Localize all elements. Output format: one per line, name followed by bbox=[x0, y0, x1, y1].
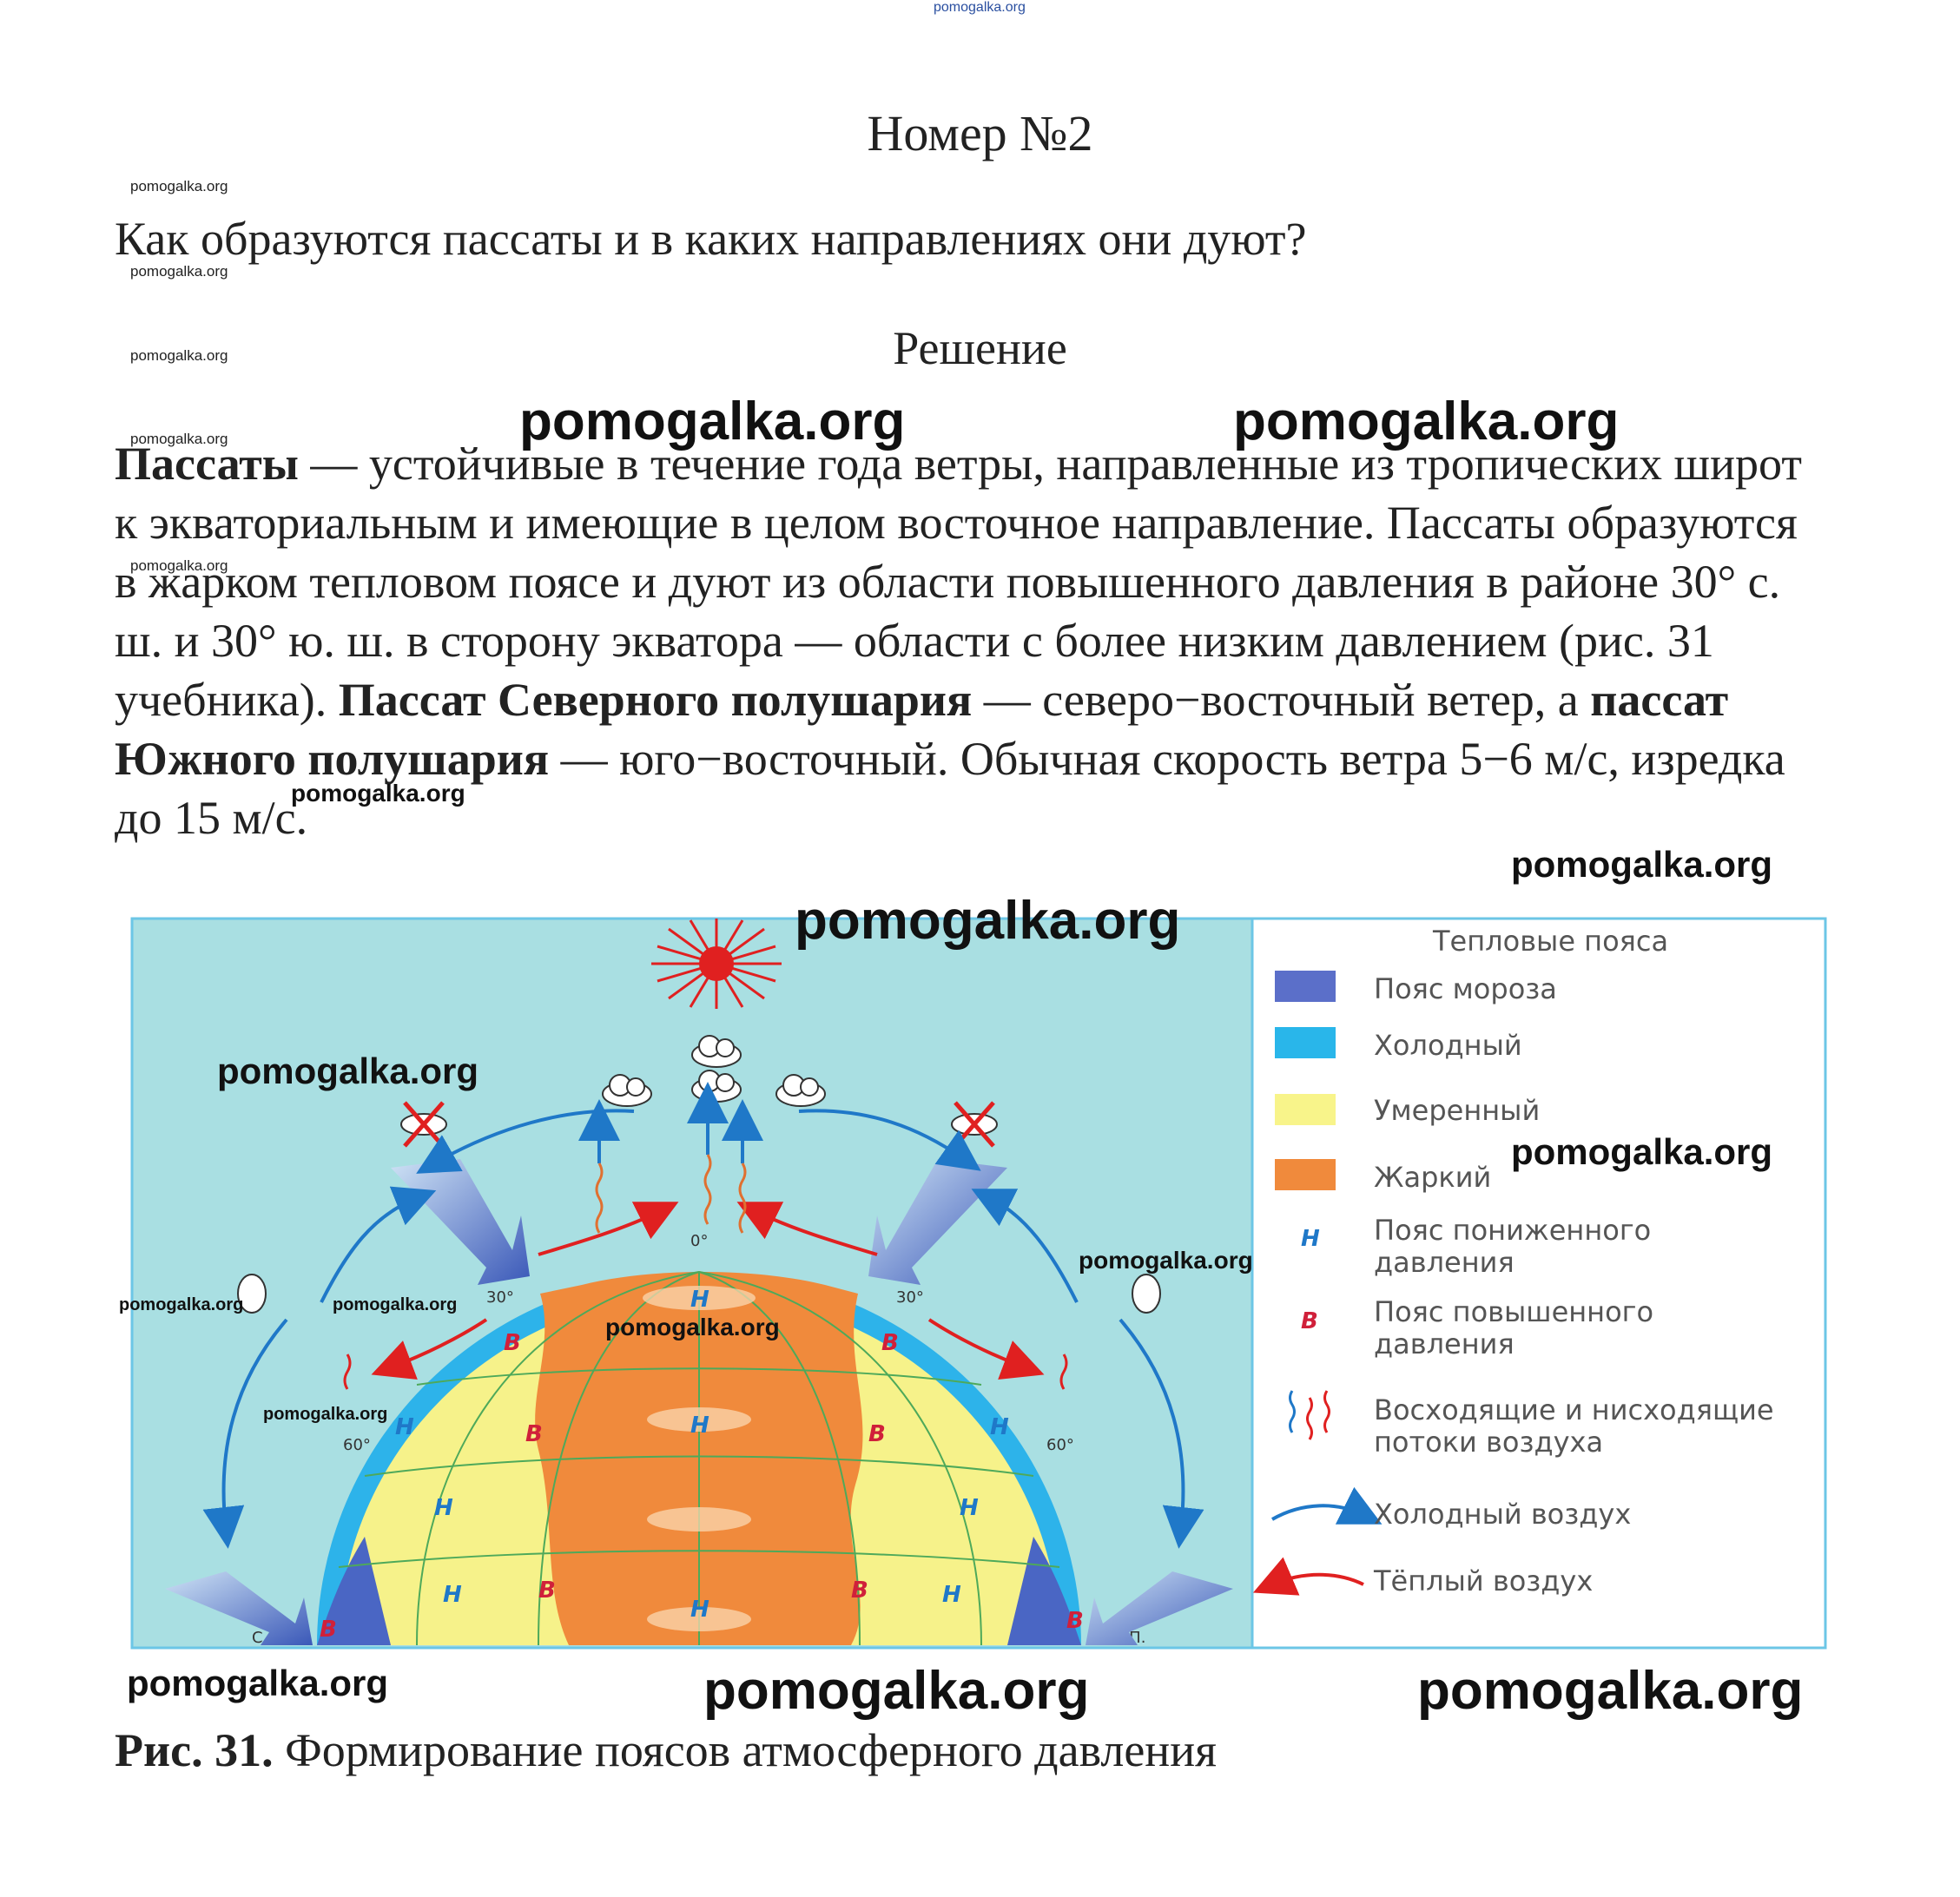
legend-label-low-1: Пояс пониженного bbox=[1374, 1214, 1651, 1247]
watermark: pomogalka.org bbox=[263, 1405, 388, 1424]
solution-heading: Решение bbox=[893, 322, 1067, 374]
legend-label-temperate: Умеренный bbox=[1374, 1094, 1540, 1127]
legend-label-cold: Холодный bbox=[1374, 1029, 1522, 1062]
figure-caption-text: Формирование поясов атмосферного давлени… bbox=[273, 1724, 1217, 1776]
cold-air-arrows bbox=[202, 1082, 1204, 1549]
high-pressure-label: В bbox=[538, 1578, 556, 1604]
high-pressure-label: В bbox=[1066, 1608, 1084, 1634]
watermark: pomogalka.org bbox=[333, 1295, 458, 1314]
legend-label-high-1: Пояс повышенного bbox=[1374, 1295, 1653, 1328]
legend-label-flows-1: Восходящие и нисходящие bbox=[1374, 1393, 1774, 1426]
pressure-belts-diagram: Н Н Н Н Н Н Н Н Н В В В В В В В В 0° 30°… bbox=[130, 912, 1828, 1650]
legend-title: Тепловые пояса bbox=[1432, 925, 1668, 958]
high-pressure-label: В bbox=[504, 1330, 521, 1356]
legend-swatch-cold bbox=[1275, 1027, 1336, 1058]
figure-caption: Рис. 31. Формирование поясов атмосферног… bbox=[115, 1723, 1217, 1777]
watermark: pomogalka.org bbox=[1079, 1247, 1253, 1274]
globe bbox=[317, 1271, 1081, 1646]
low-pressure-label: Н bbox=[690, 1597, 709, 1623]
high-pressure-label: В bbox=[881, 1330, 899, 1356]
pressure-letters: Н Н Н Н Н Н Н Н Н В В В В В В В В bbox=[320, 1287, 1084, 1643]
watermark: pomogalka.org bbox=[130, 431, 228, 447]
legend-swatch-frost bbox=[1275, 971, 1336, 1002]
low-pressure-label: Н bbox=[434, 1495, 453, 1521]
site-watermark-top: pomogalka.org bbox=[934, 0, 1026, 15]
watermark: pomogalka.org bbox=[217, 1051, 479, 1091]
legend-label-hot: Жаркий bbox=[1374, 1161, 1491, 1194]
watermark: pomogalka.org bbox=[703, 1661, 1090, 1721]
low-pressure-label: Н bbox=[690, 1287, 709, 1313]
legend-warm-air-arrow bbox=[1252, 1557, 1364, 1596]
watermark: pomogalka.org bbox=[519, 392, 906, 451]
warm-air-arrows bbox=[371, 1202, 1045, 1380]
watermark: pomogalka.org bbox=[605, 1314, 780, 1340]
low-pressure-label: Н bbox=[942, 1582, 961, 1608]
high-pressure-label: В bbox=[525, 1421, 543, 1447]
legend-panel bbox=[1251, 917, 1827, 1650]
high-pressure-label: В bbox=[868, 1421, 886, 1447]
low-pressure-label: Н bbox=[960, 1495, 979, 1521]
watermark: pomogalka.org bbox=[130, 347, 228, 364]
lat-30-left-label: 30° bbox=[486, 1288, 514, 1307]
low-pressure-label: Н bbox=[395, 1414, 414, 1440]
answer-text-2: — северо−восточный ветер, а bbox=[972, 674, 1591, 726]
legend-low-symbol: Н bbox=[1301, 1226, 1320, 1252]
figure-caption-number: Рис. 31. bbox=[115, 1724, 274, 1776]
watermark: pomogalka.org bbox=[130, 263, 228, 280]
term-trade-winds: Пассаты bbox=[115, 438, 299, 490]
legend-flows-icon bbox=[1289, 1390, 1330, 1440]
lat-60-right-label: 60° bbox=[1046, 1436, 1074, 1454]
legend-swatch-temperate bbox=[1275, 1094, 1336, 1125]
watermark: pomogalka.org bbox=[1417, 1661, 1804, 1721]
question-text: Как образуются пассаты и в каких направл… bbox=[115, 213, 1307, 265]
watermark: pomogalka.org bbox=[291, 780, 465, 807]
answer-paragraph: Пассаты — устойчивые в течение года ветр… bbox=[115, 434, 1817, 847]
watermark: pomogalka.org bbox=[119, 1295, 244, 1314]
lat-30-right-label: 30° bbox=[896, 1288, 924, 1307]
sun-icon bbox=[651, 919, 782, 1009]
legend-label-warm-air: Тёплый воздух bbox=[1373, 1564, 1593, 1597]
legend-swatch-hot bbox=[1275, 1159, 1336, 1190]
page-title: Номер №2 bbox=[867, 105, 1093, 161]
watermark: pomogalka.org bbox=[1511, 844, 1773, 885]
watermark: pomogalka.org bbox=[1233, 392, 1620, 451]
watermark: pomogalka.org bbox=[1511, 1131, 1773, 1172]
term-north-trade-wind: Пассат Северного полушария bbox=[338, 674, 973, 726]
watermark: pomogalka.org bbox=[130, 178, 228, 194]
answer-text-3: — юго−восточный. Обычная скорость ветра … bbox=[115, 733, 1785, 844]
low-pressure-label: Н bbox=[990, 1414, 1009, 1440]
watermark: pomogalka.org bbox=[130, 557, 228, 574]
legend-label-high-2: давления bbox=[1374, 1327, 1515, 1360]
watermark: pomogalka.org bbox=[127, 1663, 389, 1703]
pressure-belts-figure: Н Н Н Н Н Н Н Н Н В В В В В В В В 0° 30°… bbox=[130, 912, 1828, 1650]
high-pressure-label: В bbox=[851, 1578, 868, 1604]
watermark: pomogalka.org bbox=[795, 891, 1181, 951]
lat-60-left-label: 60° bbox=[343, 1436, 371, 1454]
answer-text-1: — устойчивые в течение года ветры, напра… bbox=[115, 438, 1802, 726]
legend-label-low-2: давления bbox=[1374, 1246, 1515, 1279]
ascending-flows bbox=[343, 1154, 1068, 1390]
low-pressure-label: Н bbox=[690, 1413, 709, 1439]
legend-label-flows-2: потоки воздуха bbox=[1374, 1426, 1603, 1459]
legend: Тепловые пояса Пояс мороза Холодный Умер… bbox=[1252, 925, 1774, 1597]
low-pressure-label: Н bbox=[443, 1582, 462, 1608]
term-south-trade-wind: пассат Южного полушария bbox=[115, 674, 1729, 785]
legend-label-cold-air: Холодный воздух bbox=[1374, 1498, 1631, 1531]
legend-cold-air-arrow bbox=[1271, 1486, 1383, 1525]
lat-equator-label: 0° bbox=[690, 1232, 708, 1250]
high-pressure-label: В bbox=[320, 1617, 337, 1643]
legend-high-symbol: В bbox=[1301, 1308, 1318, 1334]
legend-label-frost: Пояс мороза bbox=[1374, 972, 1557, 1005]
